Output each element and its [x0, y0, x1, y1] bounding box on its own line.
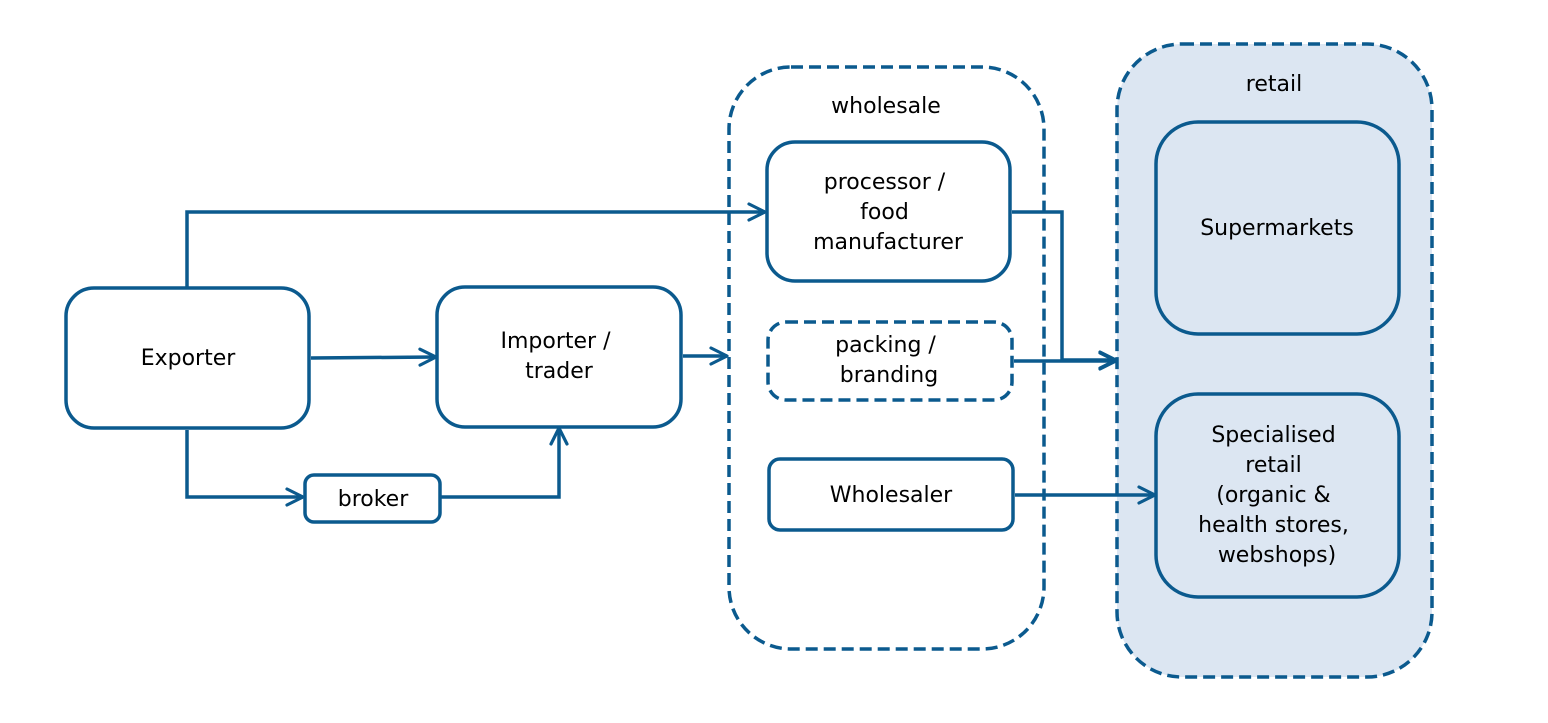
node-supermarkets: Supermarkets	[1154, 120, 1401, 336]
edge-exporter-to-processor	[185, 202, 767, 287]
node-wholesaler-label: Wholesaler	[830, 483, 953, 508]
edges	[185, 202, 1157, 507]
node-supermarkets-label: Supermarkets	[1200, 216, 1354, 241]
edge-exporter-to-broker	[185, 430, 305, 507]
node-specialised-retail: Specialised retail (organic & health sto…	[1154, 392, 1401, 599]
retail-group-label: retail	[1246, 72, 1302, 97]
node-exporter: Exporter	[64, 286, 311, 430]
node-wholesaler: Wholesaler	[767, 457, 1015, 532]
node-broker-label: broker	[338, 487, 409, 512]
node-specialised-retail-label: Specialised retail (organic & health sto…	[1198, 423, 1356, 568]
node-broker: broker	[303, 473, 442, 524]
wholesale-group-label: wholesale	[831, 94, 941, 119]
node-exporter-label: Exporter	[141, 346, 237, 371]
node-processor-label: processor / food manufacturer	[813, 170, 964, 255]
node-importer: Importer / trader	[435, 285, 683, 429]
node-packing: packing / branding	[766, 320, 1014, 402]
node-processor: processor / food manufacturer	[765, 140, 1012, 283]
edge-broker-to-importer	[441, 426, 569, 499]
node-importer-label: Importer / trader	[501, 329, 618, 384]
edge-exporter-to-importer	[310, 347, 438, 367]
node-packing-label: packing / branding	[835, 333, 943, 388]
wholesale-group	[727, 65, 1046, 651]
edge-processor-to-retail	[1012, 210, 1118, 370]
